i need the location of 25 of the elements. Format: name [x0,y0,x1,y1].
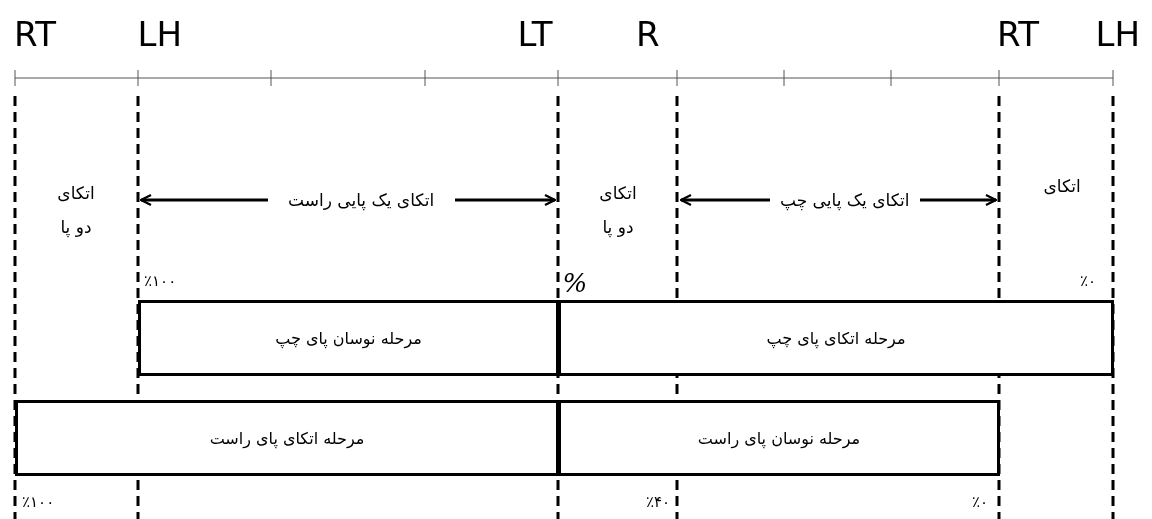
event-label: LH [137,14,182,54]
percent-label: ٪۰ [972,493,989,511]
event-label: RT [14,14,56,54]
event-label: RT [997,14,1039,54]
phase-label: مرحله اتکای پای چپ [766,328,906,348]
percent-label: % [562,268,588,298]
percent-label: ٪۱۰۰ [144,272,177,290]
event-label: R [636,14,660,54]
event-label: LH [1095,14,1140,54]
phase-label: مرحله نوسان پای راست [697,428,861,448]
phase-box [558,400,1000,476]
percent-label: ٪۴۰ [646,493,671,511]
phase-caption: اتکای یک پایی راست [288,190,435,210]
phase-caption: اتکای دو پا [56,182,96,240]
phase-label: مرحله نوسان پای چپ [275,328,422,348]
phase-caption: اتکای دو پا [598,182,638,240]
percent-label: ٪۱۰۰ [22,493,55,511]
phase-box [15,400,559,476]
phase-box [558,300,1114,376]
percent-label: ٪۰ [1080,272,1097,290]
phase-caption: اتکای [1043,176,1081,196]
event-label: LT [517,14,553,54]
phase-caption: اتکای یک پایی چپ [780,190,910,210]
phase-box [138,300,559,376]
phase-label: مرحله اتکای پای راست [209,428,365,448]
